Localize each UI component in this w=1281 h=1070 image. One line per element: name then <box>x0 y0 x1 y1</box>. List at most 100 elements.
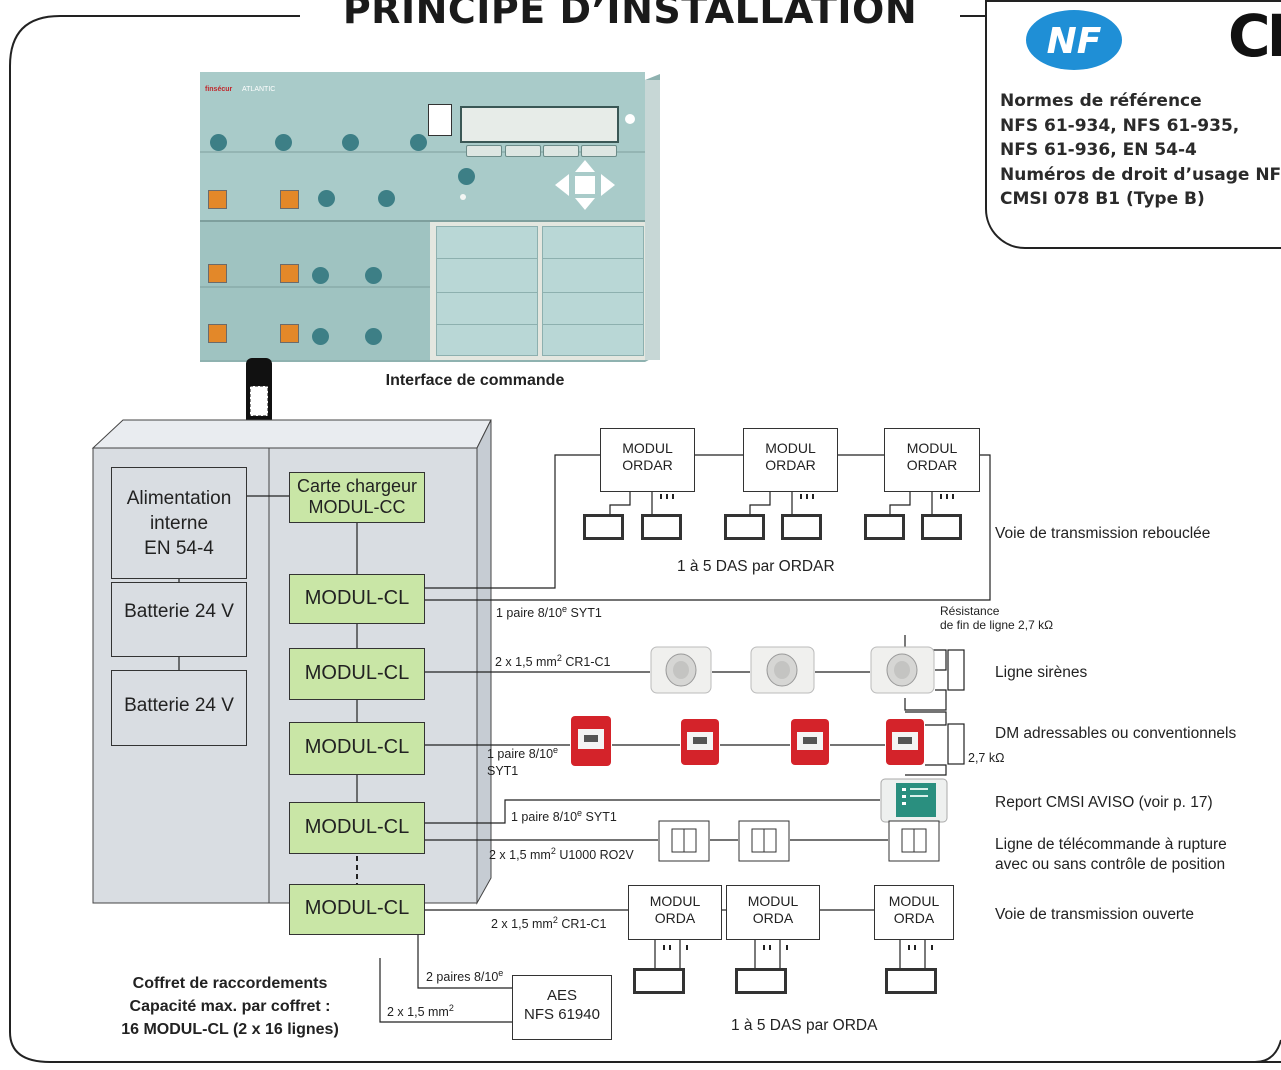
orda-line: MODUL <box>747 893 799 909</box>
das-icon <box>583 514 624 540</box>
aes-box: AES NFS 61940 <box>512 975 612 1040</box>
panel-round-button[interactable] <box>318 190 335 207</box>
modul-cl-box: MODUL-CL <box>289 648 425 700</box>
norms-line: NFS 61-934, NFS 61-935, <box>1000 115 1240 136</box>
das-icon <box>641 514 682 540</box>
cable-label: 2 paires 8/10e <box>426 968 503 984</box>
cabinet-caption-line: 16 MODUL-CL (2 x 16 lignes) <box>121 1021 339 1038</box>
modul-ordar-box: MODUL ORDAR <box>600 428 695 492</box>
modul-cl-box: MODUL-CL <box>289 722 425 775</box>
das-icon <box>735 968 787 994</box>
dm-call-point-icon <box>681 719 719 765</box>
telecommande-line: avec ou sans contrôle de position <box>995 856 1226 873</box>
alimentation-line: EN 54-4 <box>144 538 214 559</box>
cabinet-caption-line: Capacité max. par coffret : <box>129 998 331 1015</box>
cable-label: 1 paire 8/10e SYT1 <box>496 604 602 620</box>
ce-logo-icon: CE <box>1228 2 1281 70</box>
modul-cl-box: MODUL-CL <box>289 574 425 624</box>
report-label: Report CMSI AVISO (voir p. 17) <box>995 794 1213 811</box>
cable-label-text: 2 paires 8/10 <box>426 970 499 985</box>
panel-round-button[interactable] <box>312 328 329 345</box>
ordar-line: MODUL <box>622 440 673 456</box>
das-icon <box>724 514 765 540</box>
nf-logo-icon: NF <box>1026 10 1122 70</box>
sirenes-label: Ligne sirènes <box>995 664 1088 681</box>
modul-ordar-box: MODUL ORDAR <box>884 428 980 492</box>
panel-round-button[interactable] <box>365 267 382 284</box>
panel-round-button[interactable] <box>378 190 395 207</box>
dm-call-point-icon <box>886 719 924 765</box>
resistance-line: Résistance <box>940 604 1000 618</box>
aes-line: NFS 61940 <box>524 1006 600 1023</box>
cable-label-text: SYT1 <box>487 764 519 779</box>
panel-round-button[interactable] <box>275 134 292 151</box>
panel-round-button[interactable] <box>365 328 382 345</box>
telecommande-label: Ligne de télécommande à rupture avec ou … <box>995 835 1227 875</box>
carte-line: MODUL-CC <box>308 497 406 517</box>
batterie-box: Batterie 24 V <box>111 582 247 657</box>
orda-count-label: 1 à 5 DAS par ORDA <box>731 1017 878 1034</box>
panel-softkey[interactable] <box>466 145 502 157</box>
orda-line: MODUL <box>888 893 940 909</box>
panel-softkey[interactable] <box>543 145 579 157</box>
norms-text: Normes de référence NFS 61-934, NFS 61-9… <box>1000 89 1281 212</box>
alimentation-box: Alimentation interne EN 54-4 <box>111 467 247 579</box>
cable-label-text: 2 x 1,5 mm <box>489 848 551 863</box>
cabinet-caption-line: Coffret de raccordements <box>132 975 328 992</box>
das-icon <box>885 968 937 994</box>
switch-icon <box>888 820 940 862</box>
panel-round-button[interactable] <box>342 134 359 151</box>
modul-cl-box: MODUL-CL <box>289 802 425 854</box>
interface-label: Interface de commande <box>385 372 565 389</box>
cable-label-sup: e <box>577 808 583 818</box>
resistance2-label: 2,7 kΩ <box>968 751 1005 765</box>
panel-softkey[interactable] <box>505 145 541 157</box>
orda-line: ORDA <box>654 910 696 926</box>
panel-display <box>460 106 619 143</box>
panel-slot <box>436 324 538 356</box>
cable-label-text: SYT1 <box>567 606 602 621</box>
cable-label-sup: e <box>553 745 559 755</box>
voie-rebouclee-label: Voie de transmission rebouclée <box>995 525 1211 542</box>
panel-orange-button[interactable] <box>280 190 299 209</box>
report-aviso-icon <box>880 778 948 823</box>
das-icon <box>781 514 822 540</box>
test-source-button[interactable] <box>458 168 475 185</box>
norms-line: CMSI 078 B1 (Type B) <box>1000 189 1205 209</box>
panel-softkey[interactable] <box>581 145 617 157</box>
cable-label-text: CR1-C1 <box>557 917 607 932</box>
cable-label: 2 x 1,5 mm2 <box>387 1003 454 1020</box>
aes-line: AES <box>546 987 577 1004</box>
panel-orange-button[interactable] <box>208 324 227 343</box>
resistance-label: Résistance de fin de ligne 2,7 kΩ <box>940 604 1053 632</box>
panel-brand: finsécur <box>205 86 233 93</box>
modul-orda-box: MODUL ORDA <box>726 885 820 940</box>
panel-round-button[interactable] <box>210 134 227 151</box>
modul-orda-box: MODUL ORDA <box>874 885 954 940</box>
ordar-line: ORDAR <box>765 457 816 473</box>
panel-orange-button[interactable] <box>280 264 299 283</box>
panel-round-button[interactable] <box>410 134 427 151</box>
panel-orange-button[interactable] <box>208 190 227 209</box>
cable-label-sup: e <box>498 968 504 978</box>
panel-orange-button[interactable] <box>280 324 299 343</box>
alimentation-line: Alimentation <box>126 488 232 509</box>
panel-orange-button[interactable] <box>208 264 227 283</box>
modul-cl-box: MODUL-CL <box>289 884 425 935</box>
nf-logo-text: NF <box>1047 21 1102 62</box>
orda-line: ORDA <box>752 910 794 926</box>
cable-label: 2 x 1,5 mm2 U1000 RO2V <box>489 846 634 863</box>
nf-label-icon <box>428 104 452 136</box>
direction-pad-icon[interactable] <box>555 160 615 210</box>
ordar-line: MODUL <box>906 440 958 456</box>
orda-line: MODUL <box>649 893 701 909</box>
cable-label-text: 2 x 1,5 mm <box>491 917 553 932</box>
ordar-count-label: 1 à 5 DAS par ORDAR <box>677 558 835 575</box>
siren-icon <box>870 646 935 694</box>
cable-label-sup: e <box>562 604 568 614</box>
modul-ordar-box: MODUL ORDAR <box>743 428 838 492</box>
cable-label-text: 1 paire 8/10 <box>511 810 578 825</box>
siren-icon <box>750 646 815 694</box>
panel-round-button[interactable] <box>312 267 329 284</box>
resistance-line: de fin de ligne 2,7 kΩ <box>940 618 1054 632</box>
